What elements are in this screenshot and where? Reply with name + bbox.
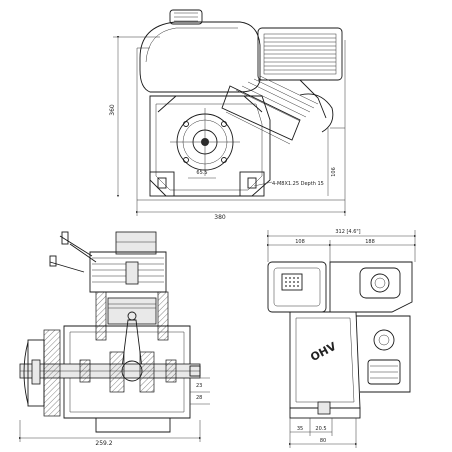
crankcase xyxy=(149,95,271,197)
brand-label: OHV xyxy=(308,340,338,364)
cylinder-fins xyxy=(221,75,334,145)
dim-bottom-label: 259.2 xyxy=(95,440,112,447)
dim-b-label: 28 xyxy=(196,395,202,401)
side-muffler xyxy=(356,315,411,393)
dim-width-label: 380 xyxy=(214,214,226,221)
bearings xyxy=(79,359,177,383)
dim-a-label: 23 xyxy=(196,383,202,389)
dim-offset-label: 65.5 xyxy=(196,170,207,176)
dim-height-label: 360 xyxy=(109,104,116,116)
valve-cover xyxy=(115,231,157,255)
dim-side-bottom: 35 20.5 80 xyxy=(288,418,358,448)
air-filter-cover xyxy=(257,27,343,119)
dim-section-bottom: 259.2 xyxy=(18,420,202,447)
output-shaft-end xyxy=(189,365,201,377)
cover-ribs xyxy=(264,37,336,71)
side-base xyxy=(289,401,361,419)
dim-side-label: 106 xyxy=(331,167,337,177)
side-view: 312 [4.6"] 108 188 xyxy=(266,229,417,448)
dim-side: 106 xyxy=(327,128,337,196)
section-view: 23 28 259.2 xyxy=(18,231,210,447)
rocker-assembly xyxy=(49,231,97,273)
front-view-frame xyxy=(113,36,346,201)
dim-width: 380 xyxy=(135,200,347,221)
dim-height: 360 xyxy=(109,35,120,198)
thread-note: 4-M8X1.25 Depth 15 xyxy=(253,181,324,187)
dim-bottom-c: 80 xyxy=(320,438,326,444)
dim-overall-label: 312 [4.6"] xyxy=(335,229,360,235)
front-view: 360 380 65.5 106 4-M8X1.25 Depth 15 xyxy=(109,9,347,221)
dim-right-label: 188 xyxy=(365,239,375,245)
oil-sump xyxy=(95,418,171,433)
side-engine-block: OHV xyxy=(289,311,361,409)
dim-side-overall: 312 [4.6"] 108 188 xyxy=(266,229,417,262)
cylinder-wall-right xyxy=(157,291,169,341)
flywheel xyxy=(23,329,61,417)
dim-offset: 65.5 xyxy=(188,170,216,179)
spark-plug xyxy=(125,261,139,285)
grille-dots xyxy=(285,277,299,287)
thread-note-label: 4-M8X1.25 Depth 15 xyxy=(272,181,324,187)
dim-section-right: 23 28 xyxy=(190,377,210,405)
dim-bottom-b: 20.5 xyxy=(315,426,326,432)
side-fuel-tank xyxy=(267,261,327,313)
fuel-tank xyxy=(139,9,261,93)
dim-left-label: 108 xyxy=(295,239,305,245)
cylinder-wall-left xyxy=(95,291,107,341)
crank-flange xyxy=(170,108,240,176)
section-crankcase xyxy=(63,325,191,419)
dim-bottom-a: 35 xyxy=(297,426,303,432)
side-air-filter xyxy=(329,261,413,313)
